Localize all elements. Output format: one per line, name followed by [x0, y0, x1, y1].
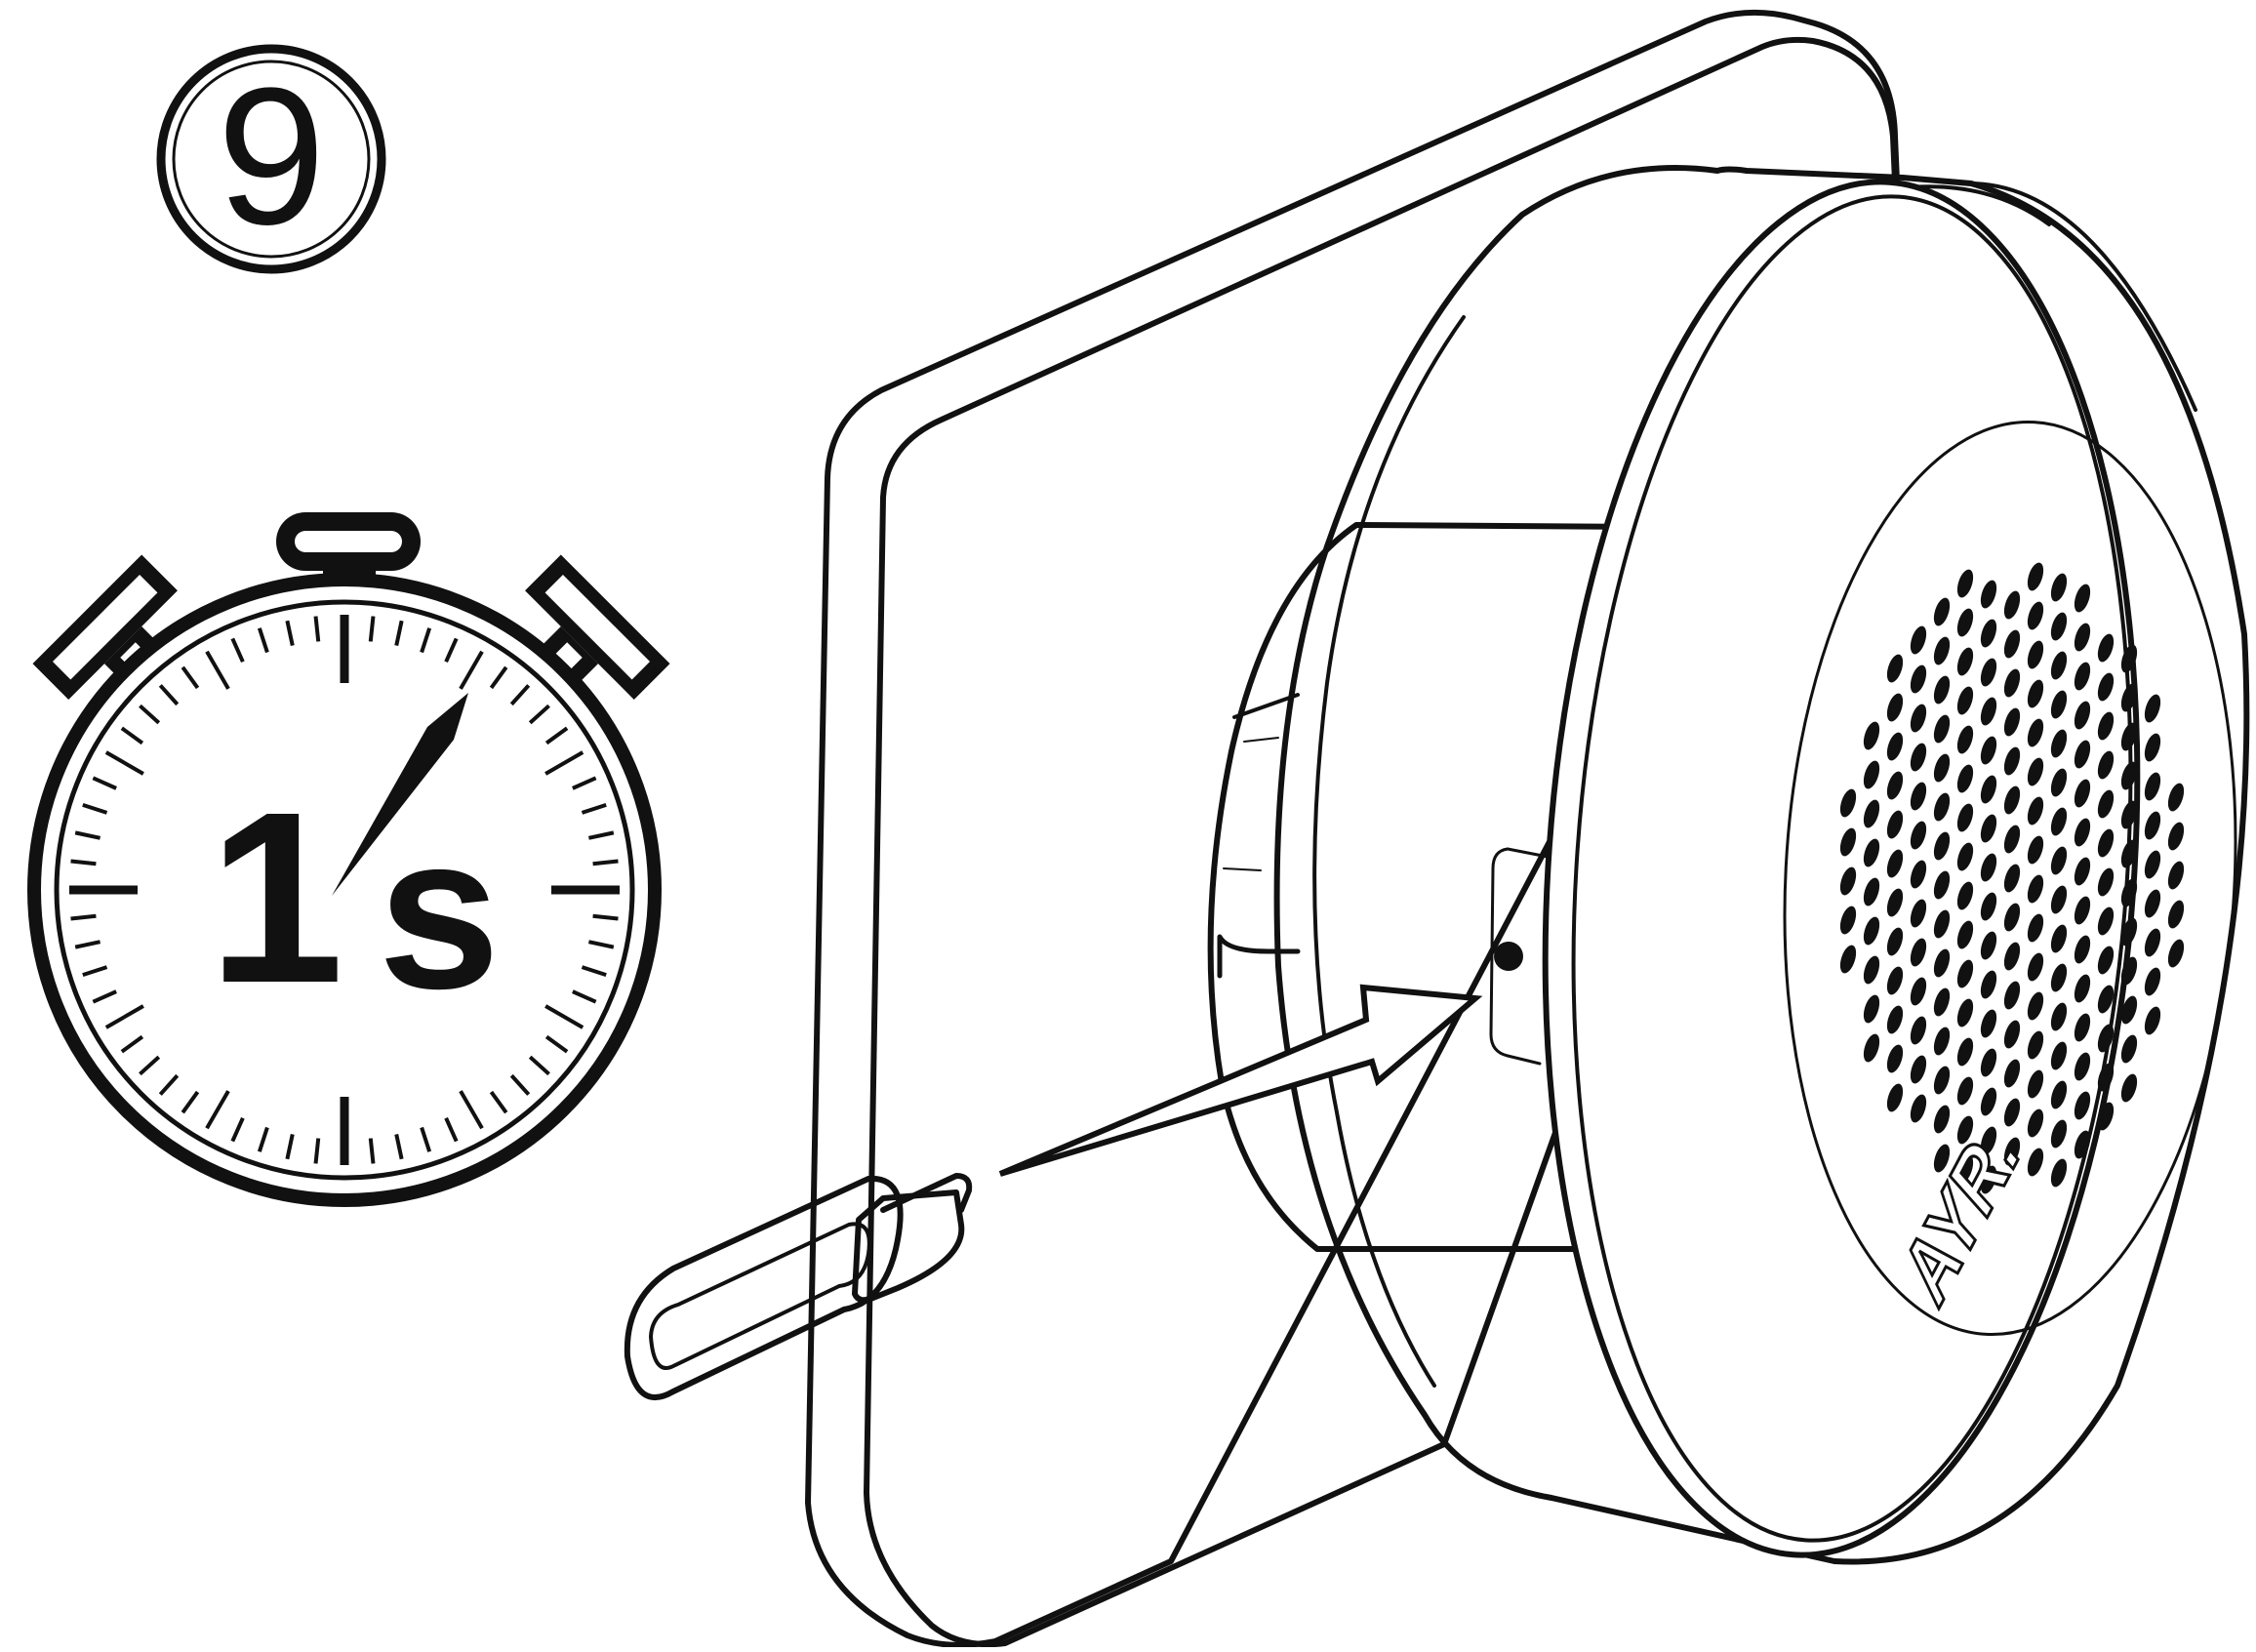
step-number-badge: 9	[161, 48, 382, 269]
timer-value: 1	[208, 761, 343, 1033]
stopwatch-tick	[371, 1139, 374, 1164]
grille-hole	[2142, 1005, 2164, 1037]
stopwatch-tick	[71, 916, 97, 919]
timer-unit: s	[378, 788, 500, 1034]
grille-hole	[2142, 927, 2164, 959]
stopwatch-tick	[371, 617, 374, 642]
grille-hole	[2165, 821, 2188, 853]
grille-hole	[2165, 938, 2188, 970]
step-number: 9	[217, 48, 325, 265]
grille-hole	[2142, 810, 2164, 842]
grille-hole	[2165, 899, 2188, 931]
stopwatch-tick	[316, 1139, 319, 1164]
stopwatch-tick	[71, 862, 97, 865]
stopwatch-tick	[593, 916, 619, 919]
alarm-device: AYR.	[1211, 162, 2256, 1575]
grille-hole	[2142, 732, 2164, 764]
grille-hole	[2118, 1033, 2141, 1066]
reset-button[interactable]	[1494, 942, 1523, 971]
stopwatch-tick	[593, 862, 619, 865]
stopwatch-tick	[316, 617, 319, 642]
grille-hole	[2142, 849, 2164, 881]
grille-hole	[2165, 782, 2188, 814]
grille-hole	[2142, 693, 2164, 725]
grille-hole	[2142, 771, 2164, 803]
grille-hole	[2142, 966, 2164, 998]
grille-hole	[2118, 1072, 2141, 1105]
grille-hole	[2165, 860, 2188, 892]
grille-hole	[2142, 888, 2164, 920]
reset-pin-tool[interactable]	[627, 1176, 969, 1397]
stopwatch-icon: 1 s	[32, 512, 669, 1200]
